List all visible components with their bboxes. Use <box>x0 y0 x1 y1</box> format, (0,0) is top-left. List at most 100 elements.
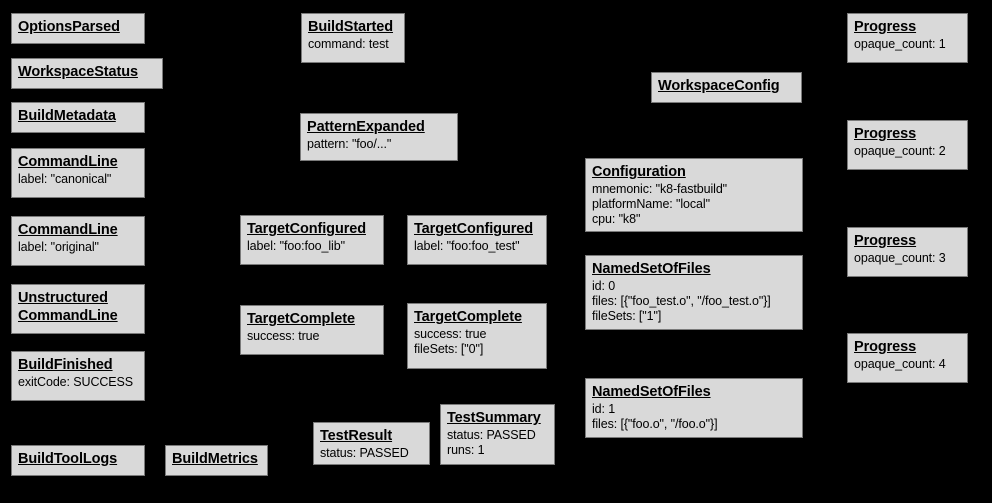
node-title: Unstructured <box>18 290 108 306</box>
node-field: opaque_count: 1 <box>854 37 946 51</box>
node-title: Progress <box>854 19 917 35</box>
node-field: pattern: "foo/..." <box>307 137 392 151</box>
node-title-line: NamedSetOfFiles <box>592 383 796 401</box>
node-field: fileSets: ["1"] <box>592 309 662 323</box>
node-title: CommandLine <box>18 308 118 324</box>
node-field: label: "original" <box>18 240 99 254</box>
node-field: command: test <box>308 37 389 51</box>
node-title-line: TestResult <box>320 427 423 445</box>
event-node-progress-3[interactable]: Progress opaque_count: 3 <box>847 227 968 277</box>
node-field: success: true <box>414 327 487 341</box>
node-title-line: WorkspaceStatus <box>18 63 156 81</box>
node-fields: label: "foo:foo_lib" <box>247 239 377 254</box>
node-field: status: PASSED <box>447 428 536 442</box>
node-fields: pattern: "foo/..." <box>307 137 451 152</box>
node-title: TestSummary <box>447 410 541 426</box>
event-node-workspace-config[interactable]: WorkspaceConfig <box>651 72 802 103</box>
node-title-line: TargetConfigured <box>414 220 540 238</box>
node-field: id: 0 <box>592 279 616 293</box>
node-fields: label: "original" <box>18 240 138 255</box>
node-title-line: Progress <box>854 338 961 356</box>
node-title-line: CommandLine <box>18 153 138 171</box>
node-title-line: WorkspaceConfig <box>658 77 795 95</box>
node-title-line: Configuration <box>592 163 796 181</box>
node-field: opaque_count: 4 <box>854 357 946 371</box>
event-node-configuration[interactable]: Configuration mnemonic: "k8-fastbuild"pla… <box>585 158 803 232</box>
event-node-build-metrics[interactable]: BuildMetrics <box>165 445 268 476</box>
node-title: BuildMetrics <box>172 451 258 467</box>
node-title: BuildFinished <box>18 357 113 373</box>
node-field: opaque_count: 3 <box>854 251 946 265</box>
event-node-progress-2[interactable]: Progress opaque_count: 2 <box>847 120 968 170</box>
node-title: NamedSetOfFiles <box>592 261 711 277</box>
event-node-build-metadata[interactable]: BuildMetadata <box>11 102 145 133</box>
node-title: BuildToolLogs <box>18 451 118 467</box>
node-field: mnemonic: "k8-fastbuild" <box>592 182 728 196</box>
node-title-line: BuildFinished <box>18 356 138 374</box>
node-title-line: PatternExpanded <box>307 118 451 136</box>
event-node-build-tool-logs[interactable]: BuildToolLogs <box>11 445 145 476</box>
node-title: TargetConfigured <box>414 221 533 237</box>
node-title-line: BuildMetrics <box>172 450 261 468</box>
event-node-target-configured-foo-lib[interactable]: TargetConfigured label: "foo:foo_lib" <box>240 215 384 265</box>
node-fields: opaque_count: 3 <box>854 251 961 266</box>
node-title: OptionsParsed <box>18 19 120 35</box>
node-title: WorkspaceConfig <box>658 78 780 94</box>
node-field: label: "foo:foo_test" <box>414 239 520 253</box>
node-fields: opaque_count: 1 <box>854 37 961 52</box>
node-title: Configuration <box>592 164 686 180</box>
node-title-line: NamedSetOfFiles <box>592 260 796 278</box>
event-node-progress-1[interactable]: Progress opaque_count: 1 <box>847 13 968 63</box>
node-title-line: Progress <box>854 125 961 143</box>
node-title: NamedSetOfFiles <box>592 384 711 400</box>
node-title: TargetComplete <box>247 311 355 327</box>
node-title-line: BuildStarted <box>308 18 398 36</box>
event-node-command-line-canonical[interactable]: CommandLine label: "canonical" <box>11 148 145 198</box>
event-node-workspace-status[interactable]: WorkspaceStatus <box>11 58 163 89</box>
event-node-build-finished[interactable]: BuildFinished exitCode: SUCCESS <box>11 351 145 401</box>
node-fields: command: test <box>308 37 398 52</box>
node-fields: opaque_count: 2 <box>854 144 961 159</box>
node-title-line: OptionsParsed <box>18 18 138 36</box>
node-field: success: true <box>247 329 320 343</box>
event-node-target-configured-foo-test[interactable]: TargetConfigured label: "foo:foo_test" <box>407 215 547 265</box>
node-title: BuildMetadata <box>18 108 116 124</box>
node-title: WorkspaceStatus <box>18 64 138 80</box>
node-title-line: TargetComplete <box>414 308 540 326</box>
event-node-options-parsed[interactable]: OptionsParsed <box>11 13 145 44</box>
node-title: Progress <box>854 126 917 142</box>
node-title: TargetComplete <box>414 309 522 325</box>
node-field: platformName: "local" <box>592 197 710 211</box>
node-title: CommandLine <box>18 154 118 170</box>
node-title: PatternExpanded <box>307 119 425 135</box>
event-node-pattern-expanded[interactable]: PatternExpanded pattern: "foo/..." <box>300 113 458 161</box>
node-fields: status: PASSED <box>320 446 423 461</box>
node-title-line: CommandLine <box>18 307 138 325</box>
node-title-line: Progress <box>854 18 961 36</box>
node-title-line: Unstructured <box>18 289 138 307</box>
node-title: TargetConfigured <box>247 221 366 237</box>
node-field: label: "canonical" <box>18 172 112 186</box>
node-title: Progress <box>854 233 917 249</box>
event-node-target-complete-lib[interactable]: TargetComplete success: true <box>240 305 384 355</box>
node-title: TestResult <box>320 428 393 444</box>
node-field: exitCode: SUCCESS <box>18 375 134 389</box>
node-field: files: [{"foo_test.o", "/foo_test.o"}] <box>592 294 771 308</box>
node-field: status: PASSED <box>320 446 409 460</box>
node-fields: label: "foo:foo_test" <box>414 239 540 254</box>
node-field: opaque_count: 2 <box>854 144 946 158</box>
event-node-test-result[interactable]: TestResult status: PASSED <box>313 422 430 465</box>
node-fields: mnemonic: "k8-fastbuild"platformName: "l… <box>592 182 796 227</box>
